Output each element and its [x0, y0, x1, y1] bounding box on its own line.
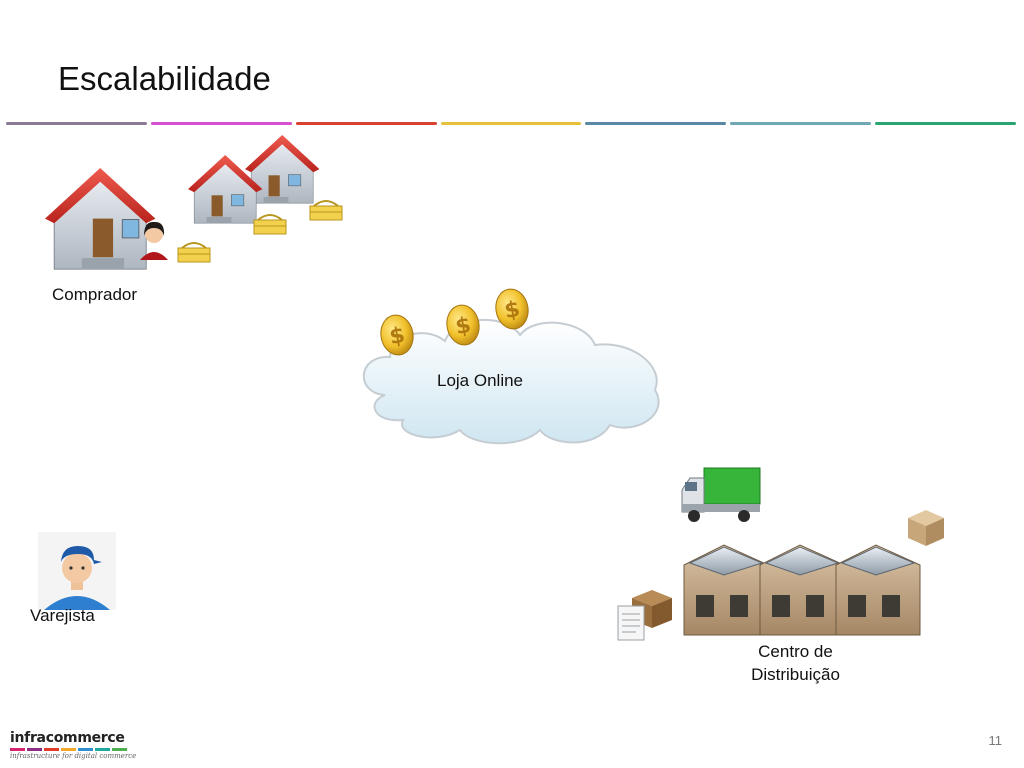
box-icon: [908, 510, 944, 546]
brand-bar: [27, 748, 42, 751]
house-icon: [45, 168, 155, 269]
distribution-center-label-line1: Centro de: [738, 640, 853, 663]
title-rule: [6, 122, 1016, 127]
distribution-center-label: Centro de Distribuição: [738, 640, 853, 686]
title-rule-segment: [730, 122, 871, 125]
document-icon: [618, 606, 644, 640]
retailer-label: Varejista: [30, 606, 95, 626]
brand-name: infracommerce: [10, 730, 130, 746]
buyer-houses-illustration: [40, 130, 350, 280]
retailer-avatar-icon: [38, 532, 116, 610]
basket-icon: [178, 243, 210, 262]
brand-bar: [44, 748, 59, 751]
title-rule-segment: [151, 122, 292, 125]
basket-icon: [254, 215, 286, 234]
distribution-center-label-line2: Distribuição: [738, 663, 853, 686]
distribution-center-illustration: [612, 460, 957, 650]
buyer-label: Comprador: [52, 285, 137, 305]
online-store-label: Loja Online: [437, 371, 523, 391]
slide-title: Escalabilidade: [58, 60, 271, 98]
warehouse-icon: [836, 545, 920, 635]
brand-color-bars: [10, 748, 130, 751]
brand-tagline: infrastructure for digital commerce: [10, 752, 130, 760]
warehouse-icon: [760, 545, 844, 635]
warehouse-icon: [684, 545, 768, 635]
brand-bar: [112, 748, 127, 751]
title-rule-segment: [441, 122, 582, 125]
brand-bar: [61, 748, 76, 751]
brand-bar: [95, 748, 110, 751]
basket-icon: [310, 201, 342, 220]
brand-bar: [78, 748, 93, 751]
brand-logo: infracommerce infrastructure for digital…: [10, 730, 130, 760]
title-rule-segment: [296, 122, 437, 125]
brand-bar: [10, 748, 25, 751]
title-rule-segment: [875, 122, 1016, 125]
online-store-cloud-illustration: $ $ $: [355, 285, 670, 455]
truck-icon: [682, 468, 760, 522]
title-rule-segment: [585, 122, 726, 125]
title-rule-segment: [6, 122, 147, 125]
page-number: 11: [989, 733, 1003, 748]
